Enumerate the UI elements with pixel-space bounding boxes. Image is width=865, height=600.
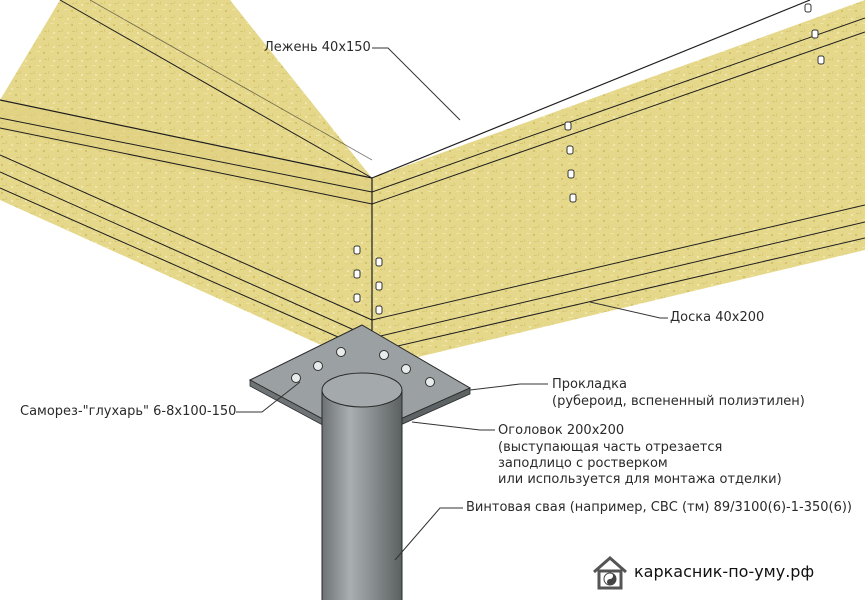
brand-text: каркасник-по-уму.рф <box>634 562 815 581</box>
brand-watermark: каркасник-по-уму.рф <box>590 548 865 594</box>
house-yin-yang-icon <box>593 556 627 590</box>
label-prokladka-note: (рубероид, вспененный полиэтилен) <box>552 394 805 409</box>
label-prokladka-title: Прокладка <box>552 377 627 392</box>
leader-lines <box>236 47 668 561</box>
right-beam <box>371 0 865 368</box>
label-svaya: Винтовая свая (например, СВС (тм) 89/310… <box>466 500 852 515</box>
screws-right <box>353 3 825 315</box>
plate-bolts <box>291 347 435 387</box>
label-samorez: Саморез-"глухарь" 6-8х100-150 <box>20 404 237 419</box>
left-beam <box>0 0 373 368</box>
label-doska: Доска 40х200 <box>670 310 765 325</box>
label-ogolovok-note: (выступающая часть отрезается заподлицо … <box>498 440 782 487</box>
pile-pipe <box>321 372 403 600</box>
label-ogolovok-title: Оголовок 200х200 <box>498 423 625 438</box>
label-lezhen: Лежень 40х150 <box>264 40 371 55</box>
